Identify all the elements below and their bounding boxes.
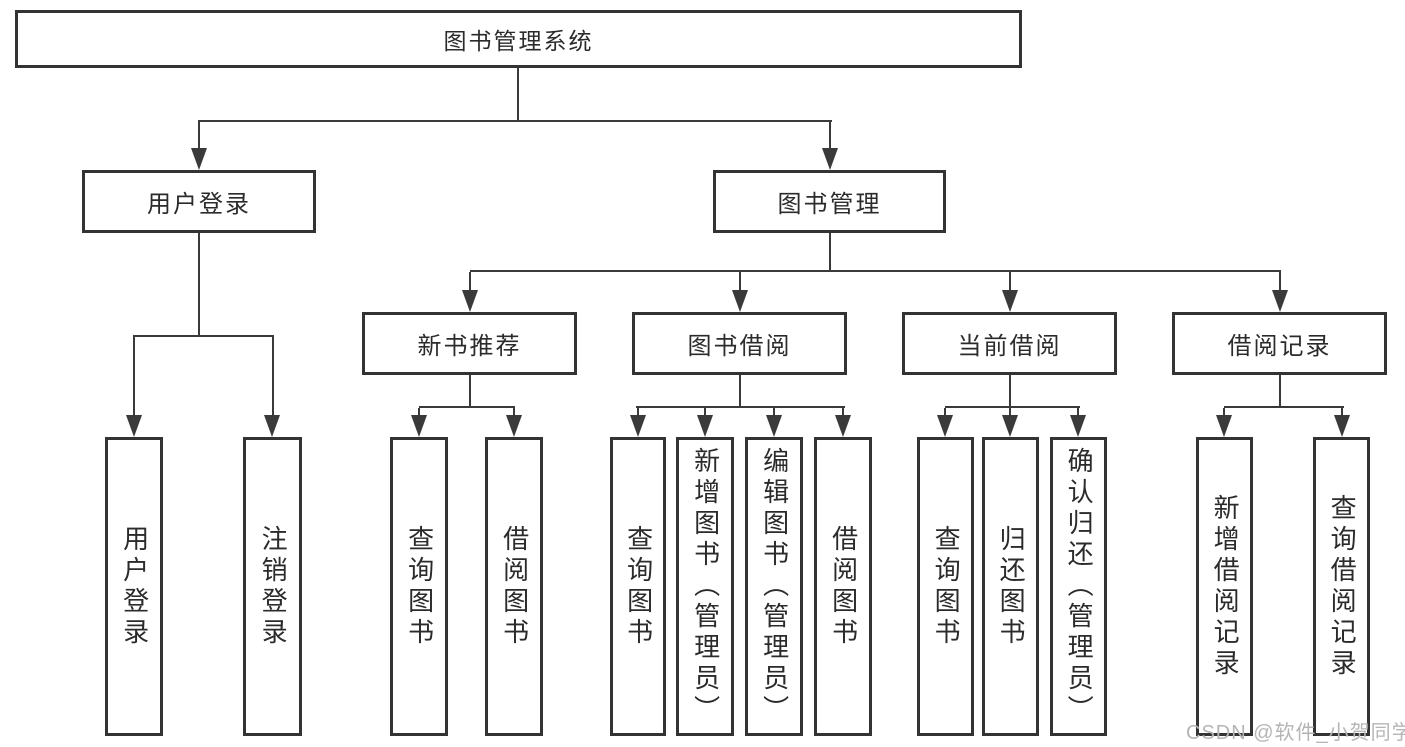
leaf-label: 归还图书 [996,524,1027,649]
node-root: 图书管理系统 [15,10,1022,68]
connector-arrow [191,148,207,170]
connector-line [739,375,741,408]
connector-arrow [937,415,953,437]
connector-line [704,408,706,417]
connector-line [636,406,845,408]
connector-arrow [1070,415,1086,437]
leaf-borrow-books: 借阅图书 [814,437,872,736]
leaf-logout: 注销登录 [243,437,302,736]
connector-arrow [1272,290,1288,312]
connector-line [1009,375,1011,408]
leaf-borrow-books-recommend: 借阅图书 [485,437,543,736]
leaf-add-book-admin: 新增图书（管理员） [676,437,734,736]
node-label: 图书管理系统 [443,28,594,54]
connector-arrow [1002,290,1018,312]
connector-arrow [264,415,280,437]
connector-arrow [411,415,427,437]
connector-arrow [766,415,782,437]
connector-line [133,337,135,417]
connector-line [1224,406,1344,408]
leaf-label: 新增借阅记录 [1210,493,1241,680]
watermark: CSDN @软件_小贺同学 [1186,722,1405,744]
connector-line [829,233,831,272]
connector-line [517,68,519,122]
connector-arrow [462,290,478,312]
connector-line [1223,408,1225,417]
leaf-add-borrow-record: 新增借阅记录 [1196,437,1253,736]
connector-line [773,408,775,417]
node-label: 借阅记录 [1227,333,1332,360]
connector-line [1279,375,1281,408]
leaf-label: 用户登录 [119,524,150,649]
connector-line [469,375,471,408]
connector-line [513,408,515,417]
node-book-borrowing: 图书借阅 [632,312,847,375]
leaf-label: 确认归还（管理员） [1064,447,1095,726]
connector-line [470,270,1281,272]
connector-arrow [126,415,142,437]
connector-arrow [822,148,838,170]
connector-line [469,272,471,292]
connector-line [198,233,200,337]
connector-line [1077,408,1079,417]
leaf-label: 查询图书 [623,524,654,649]
connector-arrow [1216,415,1232,437]
node-borrow-records: 借阅记录 [1172,312,1387,375]
connector-arrow [835,415,851,437]
node-label: 用户登录 [147,191,251,218]
connector-line [198,120,832,122]
connector-arrow [630,415,646,437]
connector-line [1279,272,1281,292]
leaf-label: 查询借阅记录 [1327,493,1358,680]
node-label: 当前借阅 [957,333,1062,360]
leaf-label: 查询图书 [931,524,962,649]
node-label: 图书借阅 [687,333,792,360]
connector-line [419,406,515,408]
connector-line [739,272,741,292]
leaf-label: 编辑图书（管理员） [759,447,790,726]
connector-line [1009,408,1011,417]
leaf-query-books-recommend: 查询图书 [390,437,448,736]
leaf-label: 借阅图书 [828,524,859,649]
connector-line [945,406,1080,408]
connector-arrow [1334,415,1350,437]
leaf-label: 借阅图书 [499,524,530,649]
connector-arrow [732,290,748,312]
node-new-book-recommend: 新书推荐 [362,312,577,375]
leaf-label: 注销登录 [258,524,289,649]
leaf-user-login: 用户登录 [105,437,163,736]
connector-arrow [506,415,522,437]
leaf-label: 新增图书（管理员） [690,447,721,726]
connector-line [133,335,274,337]
connector-line [418,408,420,417]
leaf-confirm-return-admin: 确认归还（管理员） [1050,437,1107,736]
node-label: 新书推荐 [417,333,522,360]
connector-line [1341,408,1343,417]
leaf-label: 查询图书 [404,524,435,649]
node-label: 图书管理 [777,191,882,218]
leaf-return-books: 归还图书 [982,437,1039,736]
connector-line [944,408,946,417]
leaf-query-borrow-record: 查询借阅记录 [1313,437,1370,736]
leaf-query-books-current: 查询图书 [917,437,974,736]
node-book-management: 图书管理 [713,170,946,233]
node-user-login: 用户登录 [82,170,316,233]
leaf-query-books-borrowing: 查询图书 [610,437,666,736]
connector-line [637,408,639,417]
connector-arrow [1002,415,1018,437]
connector-line [842,408,844,417]
connector-arrow [697,415,713,437]
connector-line [198,122,200,150]
connector-line [1009,272,1011,292]
leaf-edit-book-admin: 编辑图书（管理员） [745,437,803,736]
connector-line [272,337,274,417]
connector-line [829,122,831,150]
node-current-borrowing: 当前借阅 [902,312,1117,375]
